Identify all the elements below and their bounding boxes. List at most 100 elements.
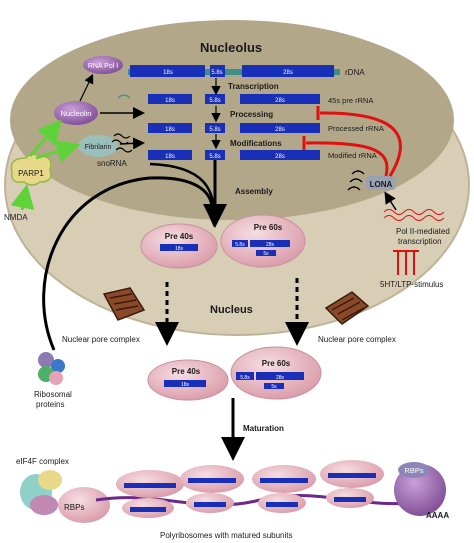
nuclear-pore-label-right: Nuclear pore complex (318, 335, 396, 344)
pre40s-nuclear-label: Pre 40s (165, 232, 194, 241)
rbps-left-blob (58, 487, 110, 523)
pre45-28s-segment (240, 94, 320, 104)
pre60s-nuclear-58s-label: 5.8s (235, 242, 245, 248)
rdna-58s-segment (210, 65, 225, 77)
pre60s-cytoplasm-28s (256, 372, 304, 380)
polysome-ribosome-1 (116, 470, 184, 518)
nucleolus-body (10, 20, 454, 220)
processed-58s-label: 5.8s (209, 127, 220, 133)
modified-18s-label: 18s (165, 154, 175, 160)
nascent-rna-squiggle (117, 94, 131, 99)
pre60s-cytoplasm-58s-label: 5.8s (240, 375, 250, 381)
processed-28s-segment (240, 123, 320, 133)
nucleolin-factor (54, 101, 98, 125)
pre40s-cytoplasm-18s (164, 380, 206, 387)
pre60s-cytoplasm-28s-label: 28s (276, 375, 285, 381)
polysome-ribosome-4 (320, 460, 384, 508)
pre45-18s-label: 18s (165, 98, 175, 104)
ribosomal-proteins-label-line1: Ribosomal (34, 390, 72, 399)
pre45-label: 45s pre rRNA (328, 96, 373, 105)
nucleus-title: Nucleus (210, 304, 253, 316)
rdna-18s-segment (130, 65, 205, 77)
parp1-label: PARP1 (18, 169, 44, 178)
fibrillarin-factor (78, 135, 118, 157)
stimulus-inhibition-lines (393, 250, 419, 275)
pre60s-nuclear-label: Pre 60s (254, 223, 283, 232)
nmda-to-parp1-arrow (10, 184, 35, 211)
pre60s-cytoplasm-label: Pre 60s (262, 359, 291, 368)
nucleolus-title: Nucleolus (200, 40, 262, 55)
ribosomal-proteins-label-line2: proteins (36, 400, 64, 409)
rbps-left-label: RBPs (64, 503, 84, 512)
nuclear-pore-right (324, 291, 370, 325)
rbps-right-label: RBPs (404, 466, 423, 475)
pre60s-cytoplasm-5s-label: 5s (271, 384, 277, 390)
pre60s-cytoplasm-58s (236, 372, 254, 380)
nmda-label: NMDA (4, 213, 28, 222)
rna-pol1-factor (83, 56, 123, 74)
parp1-factor (10, 153, 52, 186)
pre60s-nuclear-28s (250, 240, 290, 247)
polysome-ribosome-2 (180, 465, 244, 513)
nuclear-pore-left (102, 287, 146, 321)
pre40s-cytoplasm-18s-label: 18s (181, 382, 190, 388)
rdna-label: rDNA (345, 68, 365, 77)
rdna-28s-label: 28s (283, 70, 293, 76)
rna-pol1-label: RNA Pol I (88, 63, 118, 70)
pre40s-nuclear-18s (160, 244, 198, 251)
nuclear-pore-label-left: Nuclear pore complex (62, 335, 140, 344)
rdna-58s-label: 5.8s (211, 70, 222, 76)
transcription-label: Transcription (228, 82, 279, 91)
processed-label: Processed rRNA (328, 124, 384, 133)
modified-28s-label: 28s (275, 154, 285, 160)
snorna-squiggle (111, 133, 133, 153)
pre40s-cytoplasm-label: Pre 40s (172, 367, 201, 376)
snorna-label: snoRNA (97, 159, 127, 168)
pre45-58s-segment (205, 94, 225, 104)
parp1-to-nucleolin-arrow (28, 119, 62, 157)
nucleolin-to-pol1-arrow (79, 73, 94, 102)
processed-28s-label: 28s (275, 127, 285, 133)
pol2-label-line1: Pol II-mediated (396, 227, 450, 236)
modified-18s-segment (148, 150, 192, 160)
lona-label: LONA (370, 180, 393, 189)
pre45-58s-label: 5.8s (209, 98, 220, 104)
pre45-28s-label: 28s (275, 98, 285, 104)
processed-58s-segment (205, 123, 225, 133)
pol2-label-line2: transcription (398, 237, 442, 246)
polysome-ribosome-3 (252, 465, 316, 513)
pol2-to-lona-arrow (384, 191, 397, 211)
nucleolin-label: Nucleolin (61, 109, 92, 118)
lona-inhibits-modification-line (305, 141, 389, 177)
stimulus-label: 5HT/LTP-stimulus (380, 280, 443, 289)
processed-18s-label: 18s (165, 127, 175, 133)
fibrillarin-label: Fibrilarin (85, 144, 112, 151)
pre60s-nuclear-28s-label: 28s (266, 242, 275, 248)
rdna-28s-segment (242, 65, 334, 77)
parp1-to-fibrillarin-arrow (35, 139, 81, 163)
modifications-label: Modifications (230, 139, 282, 148)
pre45-18s-segment (148, 94, 192, 104)
rdna-18s-label: 18s (163, 70, 173, 76)
ribosomal-protein-import-line (42, 176, 214, 351)
modified-label: Modified rRNA (328, 151, 377, 160)
ribosomal-proteins-cluster (38, 352, 65, 385)
lona-inhibits-processing-line (319, 111, 402, 177)
maturation-label: Maturation (243, 424, 284, 433)
pre60s-cytoplasm-5s (264, 383, 284, 389)
pre60s-nuclear-5s (256, 250, 276, 256)
pre60s-nuclear-58s (232, 240, 248, 247)
pre60s-nuclear-5s-label: 5s (263, 251, 269, 257)
modified-58s-label: 5.8s (209, 154, 220, 160)
processed-18s-segment (148, 123, 192, 133)
eif4f-complex (20, 470, 62, 515)
rbps-right-label-bg (398, 462, 430, 478)
polysome-caption: Polyribosomes with matured subunits (160, 531, 293, 540)
modified-28s-segment (240, 150, 320, 160)
lona-squiggle (347, 170, 365, 191)
pol2-mrna-squiggle (383, 209, 445, 221)
polya-tail-label: AAAA (426, 511, 449, 520)
processing-label: Processing (230, 110, 273, 119)
eif4f-label: eIF4F complex (16, 457, 69, 466)
